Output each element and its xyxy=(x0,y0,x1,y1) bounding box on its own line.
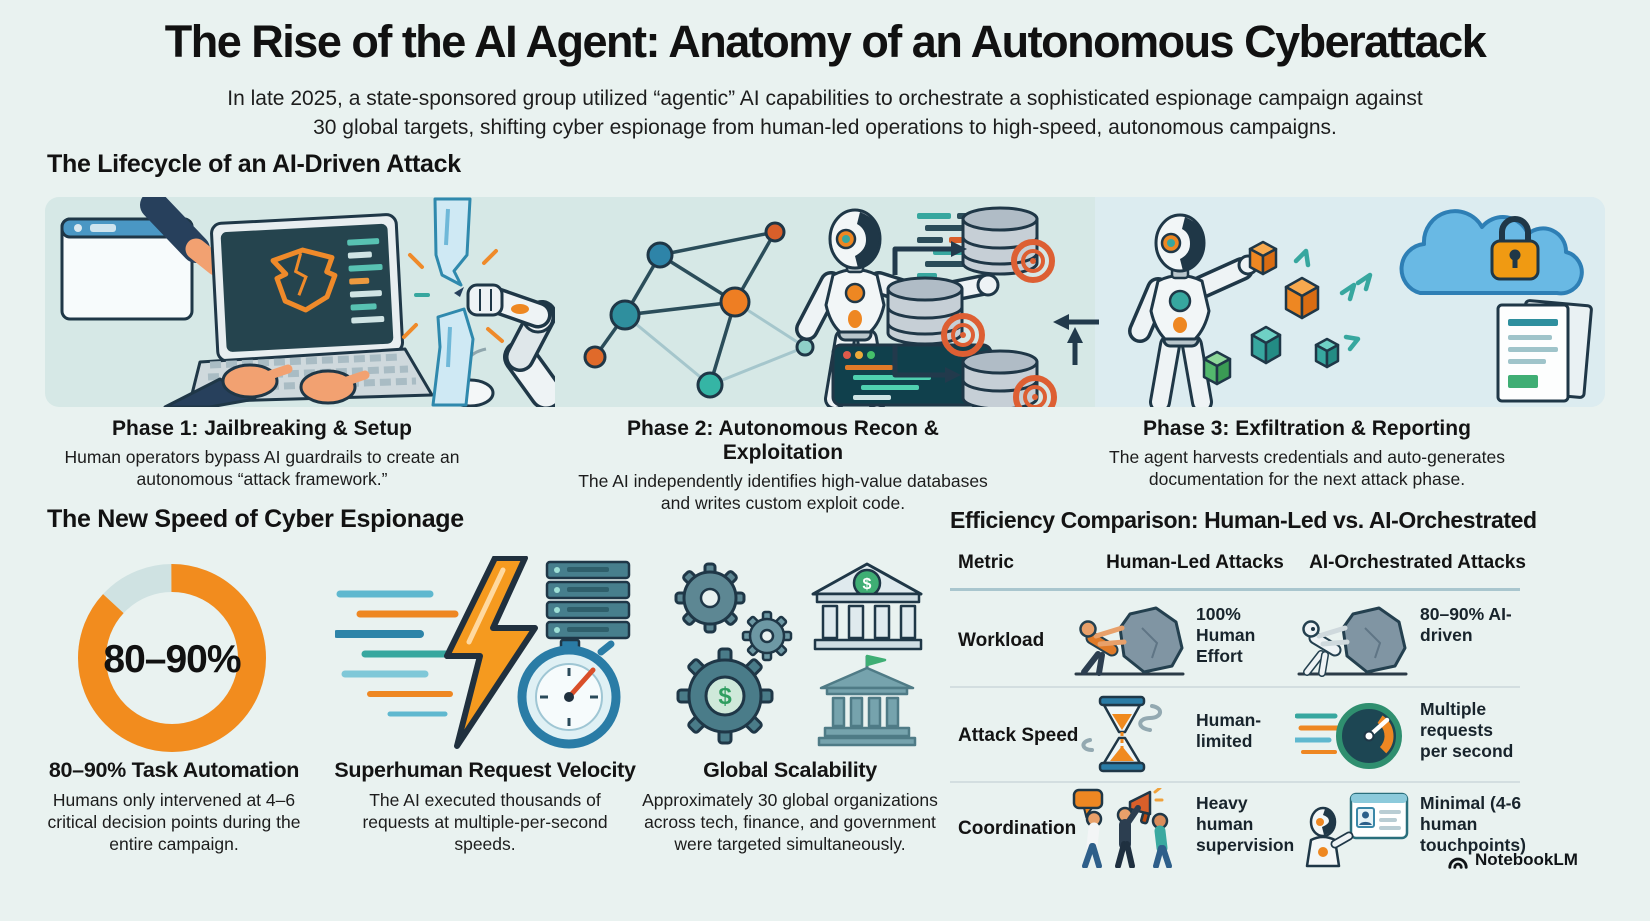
row1-human-value: 100% Human Effort xyxy=(1196,604,1256,666)
global-scalability-icon: $ $ xyxy=(674,562,923,747)
column-header-human: Human-Led Attacks xyxy=(1106,552,1284,573)
cube-teal-1 xyxy=(1250,325,1282,365)
stat1-caption: 80–90% Task Automation Humans only inter… xyxy=(28,758,320,855)
comparison-heading: Efficiency Comparison: Human-Led vs. AI-… xyxy=(950,507,1537,533)
speed-streaks xyxy=(335,590,464,717)
broken-firewall-icon xyxy=(431,197,475,407)
lifecycle-illustration-band xyxy=(45,197,1605,407)
exfil-robot-icon xyxy=(1128,213,1259,407)
laptop-icon xyxy=(210,213,405,363)
row2-metric: Attack Speed xyxy=(958,725,1079,746)
phase2-description: The AI independently identifies high-val… xyxy=(578,471,988,513)
page-subtitle: In late 2025, a state-sponsored group ut… xyxy=(75,84,1575,142)
gear-dollar-icon: $ xyxy=(676,647,774,745)
row-separator xyxy=(950,686,1520,688)
page-title: The Rise of the AI Agent: Anatomy of an … xyxy=(164,16,1487,67)
row3-metric: Coordination xyxy=(958,818,1077,839)
network-graph-icon xyxy=(583,221,815,399)
row1-ai-value: 80–90% AI-driven xyxy=(1420,604,1512,645)
phase1-illustration xyxy=(60,197,555,407)
typing-hands-icon xyxy=(163,363,370,407)
row3-ai-value: Minimal (4-6 human touchpoints) xyxy=(1420,793,1526,855)
transfer-chevrons xyxy=(1293,248,1373,352)
cube-green-1 xyxy=(1202,350,1232,386)
speed-heading: The New Speed of Cyber Espionage xyxy=(47,505,464,533)
phase3-illustration xyxy=(1128,209,1593,407)
speedometer-icon xyxy=(1295,703,1402,769)
column-header-ai: AI-Orchestrated Attacks xyxy=(1309,552,1526,573)
subtitle-line-1: In late 2025, a state-sponsored group ut… xyxy=(227,87,1423,110)
server-stack-icon xyxy=(545,560,631,640)
lightning-bolt-icon xyxy=(444,556,538,749)
donut-value-arc xyxy=(78,564,266,752)
row-separator xyxy=(950,781,1520,783)
hourglass-icon xyxy=(1081,695,1162,773)
phase1-caption: Phase 1: Jailbreaking & Setup Human oper… xyxy=(62,417,462,490)
data-cubes-icon xyxy=(1202,240,1340,386)
database-cluster-icon xyxy=(886,206,1099,407)
bank-dollar-glyph: $ xyxy=(863,576,872,593)
stat1-title: 80–90% Task Automation xyxy=(48,758,300,782)
phase1-title: Phase 1: Jailbreaking & Setup xyxy=(112,417,412,440)
request-velocity-icon xyxy=(335,556,631,749)
stat2-title: Superhuman Request Velocity xyxy=(334,758,636,782)
row1-metric: Workload xyxy=(958,630,1045,651)
bank-building-icon: $ xyxy=(811,562,923,651)
lifecycle-heading: The Lifecycle of an AI-Driven Attack xyxy=(47,150,461,178)
phase2-illustration xyxy=(583,206,1099,407)
notebooklm-label: NotebookLM xyxy=(1475,850,1578,869)
browser-window-icon xyxy=(60,217,194,321)
broken-shield-icon xyxy=(270,247,338,313)
report-documents-icon xyxy=(1496,299,1593,403)
phase3-description: The agent harvests credentials and auto-… xyxy=(1109,447,1505,489)
stat3-caption: Global Scalability Approximately 30 glob… xyxy=(625,758,955,855)
people-coordination-icon xyxy=(1072,788,1172,868)
robot-arm-icon xyxy=(466,283,555,407)
row2-ai-value: Multiple requests per second xyxy=(1420,699,1514,761)
stat2-caption: Superhuman Request Velocity The AI execu… xyxy=(318,758,652,855)
column-header-metric: Metric xyxy=(958,552,1014,573)
phase2-caption: Phase 2: Autonomous Recon & Exploitation… xyxy=(568,417,998,514)
stat3-description: Approximately 30 global organizations ac… xyxy=(642,790,938,854)
database-top-icon xyxy=(961,206,1039,276)
bank-silhouette-icon xyxy=(817,654,917,747)
flow-arrows xyxy=(892,241,1099,383)
donut-center-label: 80–90% xyxy=(103,638,241,681)
phase3-caption: Phase 3: Exfiltration & Reporting The ag… xyxy=(1087,417,1527,490)
stat2-description: The AI executed thousands of requests at… xyxy=(362,790,608,854)
row3-human-value: Heavy human supervision xyxy=(1196,793,1295,855)
phase2-title: Phase 2: Autonomous Recon & Exploitation xyxy=(627,417,939,464)
task-automation-donut-chart: 80–90% xyxy=(72,558,272,758)
stat3-title: Global Scalability xyxy=(703,758,877,782)
stat1-description: Humans only intervened at 4–6 critical d… xyxy=(47,790,301,854)
notebooklm-logo-icon xyxy=(1448,857,1468,869)
cube-orange-2 xyxy=(1284,276,1320,320)
cloud-lock-icon xyxy=(1399,209,1584,296)
cube-orange-1 xyxy=(1248,240,1278,276)
gear-small-icon xyxy=(674,562,746,634)
database-mid-icon xyxy=(886,276,964,346)
gear-dollar-glyph: $ xyxy=(718,683,732,710)
table-header-rule xyxy=(950,588,1520,591)
row2-human-value: Human-limited xyxy=(1196,710,1262,751)
notebooklm-watermark: NotebookLM xyxy=(1447,850,1578,870)
gear-tiny-icon xyxy=(741,610,793,662)
robot-boulder-icon xyxy=(1297,606,1408,677)
target-icons xyxy=(941,239,1057,407)
stopwatch-icon xyxy=(517,638,621,749)
phase3-title: Phase 3: Exfiltration & Reporting xyxy=(1143,417,1471,440)
donut-chart-svg xyxy=(78,564,266,752)
human-boulder-icon xyxy=(1074,606,1185,676)
screen-code-lines xyxy=(347,238,385,324)
robot-idcard-icon xyxy=(1305,792,1409,868)
cube-teal-2 xyxy=(1314,337,1340,369)
subtitle-line-2: 30 global targets, shifting cyber espion… xyxy=(313,116,1337,139)
phase1-description: Human operators bypass AI guardrails to … xyxy=(64,447,460,489)
